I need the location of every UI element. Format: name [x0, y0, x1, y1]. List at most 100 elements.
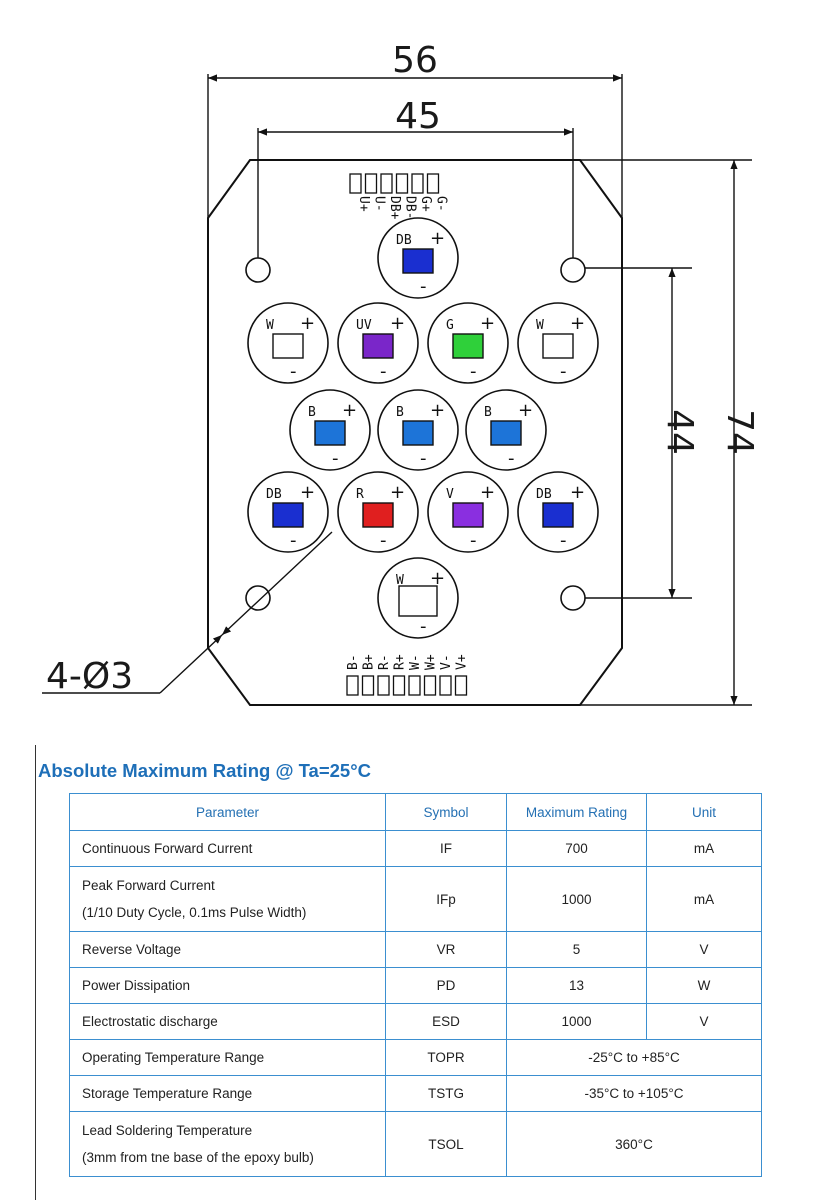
symbol-cell: IFp [385, 866, 507, 932]
led-label: B [308, 405, 316, 420]
led-plus: + [430, 228, 445, 249]
led-minus: - [560, 361, 567, 382]
solder-pad [408, 675, 421, 696]
led-minus: - [290, 530, 297, 551]
table-row: Lead Soldering Temperature (3mm from tne… [69, 1111, 762, 1177]
solder-pad [364, 173, 378, 194]
led-chip [314, 420, 346, 446]
hole-callout-leader [42, 531, 333, 694]
led-chip [452, 333, 484, 359]
section-divider [35, 745, 36, 1200]
pad-label: DB- [403, 196, 418, 219]
led-label: DB [266, 487, 282, 502]
rating-cell: -25°C to +85°C [506, 1039, 762, 1076]
led-label: DB [536, 487, 552, 502]
header-parameter: Parameter [69, 793, 386, 831]
led-minus: - [380, 530, 387, 551]
unit-cell: mA [646, 830, 762, 867]
pad-label: U- [372, 196, 387, 212]
solder-pad [361, 675, 375, 696]
pad-label: W+ [424, 654, 439, 670]
solder-pad [346, 675, 359, 696]
led-chip [398, 585, 438, 617]
rating-cell: 13 [506, 967, 647, 1004]
unit-cell: mA [646, 866, 762, 932]
led-label: W [396, 573, 404, 588]
header-symbol: Symbol [385, 793, 507, 831]
table-row: Electrostatic discharge ESD 1000 V [69, 1003, 762, 1040]
led-chip [452, 502, 484, 528]
led-plus: + [430, 400, 445, 421]
rating-cell: -35°C to +105°C [506, 1075, 762, 1112]
dimension-56 [207, 74, 623, 218]
solder-pad [454, 675, 468, 696]
unit-cell: V [646, 1003, 762, 1040]
led-minus: - [332, 448, 339, 469]
param-cell: Operating Temperature Range [69, 1039, 386, 1076]
pad-label: DB+ [387, 196, 402, 220]
unit-cell: W [646, 967, 762, 1004]
param-main: Peak Forward Current [82, 878, 215, 893]
led-plus: + [300, 313, 315, 334]
led-plus: + [390, 313, 405, 334]
symbol-cell: TSTG [385, 1075, 507, 1112]
led-plus: + [480, 482, 495, 503]
symbol-cell: TSOL [385, 1111, 507, 1177]
led-label: V [446, 487, 454, 502]
solder-pad [392, 675, 406, 696]
led-g: G+- [427, 302, 509, 384]
led-b: B+- [465, 389, 547, 471]
led-label: DB [396, 233, 412, 248]
param-cell: Storage Temperature Range [69, 1075, 386, 1112]
led-w: W+- [517, 302, 599, 384]
rating-cell: 5 [506, 931, 647, 968]
led-minus: - [420, 276, 427, 297]
param-cell: Lead Soldering Temperature (3mm from tne… [69, 1111, 386, 1177]
led-chip [272, 333, 304, 359]
led-minus: - [420, 616, 427, 637]
led-board-drawing: 56 45 44 74 4-Ø3 DB+-W+-UV+-G+-W+-B+-B+-… [42, 40, 760, 706]
led-minus: - [508, 448, 515, 469]
header-unit: Unit [646, 793, 762, 831]
dimension-44-label: 44 [659, 409, 700, 455]
solder-pad [380, 173, 393, 194]
symbol-cell: PD [385, 967, 507, 1004]
led-chip [272, 502, 304, 528]
solder-pad [439, 675, 452, 696]
led-array: DB+-W+-UV+-G+-W+-B+-B+-B+-DB+-R+-V+-DB+-… [247, 217, 599, 639]
pad-label: G+ [418, 196, 433, 212]
solder-pad [395, 173, 409, 194]
led-plus: + [570, 313, 585, 334]
pad-label: B- [346, 654, 361, 670]
pad-label: U+ [356, 196, 371, 212]
symbol-cell: VR [385, 931, 507, 968]
param-main: Lead Soldering Temperature [82, 1123, 253, 1138]
led-plus: + [430, 568, 445, 589]
led-b: B+- [289, 389, 371, 471]
pad-label: W- [408, 654, 423, 670]
param-cell: Reverse Voltage [69, 931, 386, 968]
led-chip [362, 333, 394, 359]
solder-pad [426, 173, 440, 194]
rating-cell: 360°C [506, 1111, 762, 1177]
dimension-45 [257, 128, 574, 258]
led-plus: + [390, 482, 405, 503]
param-sub: (3mm from tne base of the epoxy bulb) [82, 1150, 314, 1165]
led-db: DB + - [377, 217, 459, 299]
solder-pad [423, 675, 437, 696]
led-label: B [396, 405, 404, 420]
led-chip [402, 248, 434, 274]
pad-label: R- [377, 654, 392, 670]
led-plus: + [518, 400, 533, 421]
param-cell: Electrostatic discharge [69, 1003, 386, 1040]
param-cell: Peak Forward Current (1/10 Duty Cycle, 0… [69, 866, 386, 932]
param-cell: Power Dissipation [69, 967, 386, 1004]
led-minus: - [470, 361, 477, 382]
unit-cell: V [646, 931, 762, 968]
led-chip [362, 502, 394, 528]
led-label: W [266, 318, 274, 333]
led-label: G [446, 318, 454, 333]
table-row: Reverse Voltage VR 5 V [69, 931, 762, 968]
led-chip [542, 333, 574, 359]
rating-cell: 700 [506, 830, 647, 867]
